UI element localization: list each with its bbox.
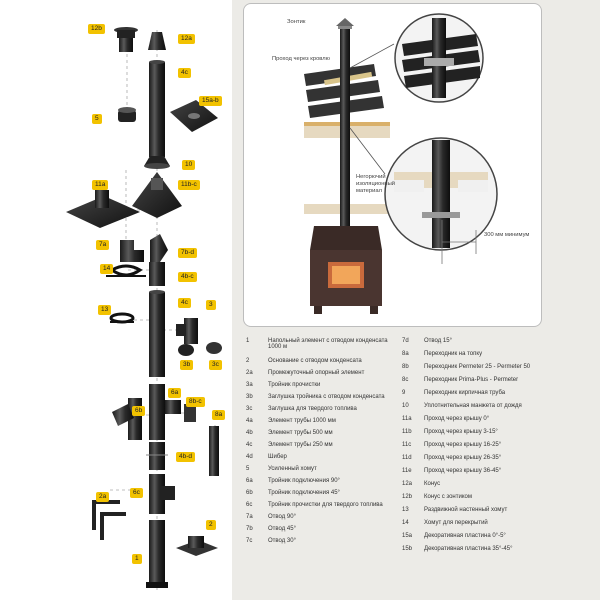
tag-10: 10: [182, 160, 196, 170]
tag-3: 3: [206, 300, 216, 310]
installation-illustration: [304, 13, 498, 314]
tag-3c: 3c: [209, 360, 222, 370]
tag-6c: 6c: [130, 488, 143, 498]
tag-8b-c: 8b-c: [186, 397, 205, 407]
tag-6b: 6b: [132, 406, 146, 416]
callout-insulation: Негорючий изоляционный материал: [356, 174, 396, 194]
tag-11b-c: 11b-c: [178, 180, 200, 190]
tag-12a: 12a: [178, 34, 195, 44]
components-illustration: [66, 27, 222, 590]
tag-4b-c: 4b-c: [178, 272, 197, 282]
tag-4c: 4c: [178, 68, 191, 78]
tag-2a: 2a: [96, 492, 110, 502]
cone-with-hood: [114, 27, 138, 52]
tag-7a: 7a: [96, 240, 110, 250]
tag-4b-d: 4b-d: [176, 452, 196, 462]
legend-text: Напольный элемент с отводом конденсата 1…: [268, 338, 388, 350]
callout-distance: 300 мм минимум: [484, 232, 530, 238]
installation-detail: Зонтик Проход через кровлю Негорючий изо…: [243, 3, 542, 327]
tag-8a: 8a: [212, 410, 226, 420]
tag-15a-b: 15a-b: [199, 96, 222, 106]
tag-1: 1: [132, 554, 142, 564]
tag-7b-d: 7b-d: [178, 248, 198, 258]
tag-14: 14: [100, 264, 114, 274]
tag-5: 5: [92, 114, 102, 124]
tag-12b: 12b: [88, 24, 105, 34]
tag-6a: 6a: [168, 388, 182, 398]
callout-hood: Зонтик: [287, 19, 306, 25]
tag-13: 13: [98, 305, 112, 315]
tag-4c-lower: 4c: [178, 298, 191, 308]
callout-roof-passage: Проход через кровлю: [272, 56, 330, 62]
tag-11a: 11a: [92, 180, 109, 190]
tag-2: 2: [206, 520, 216, 530]
tag-3b: 3b: [180, 360, 194, 370]
